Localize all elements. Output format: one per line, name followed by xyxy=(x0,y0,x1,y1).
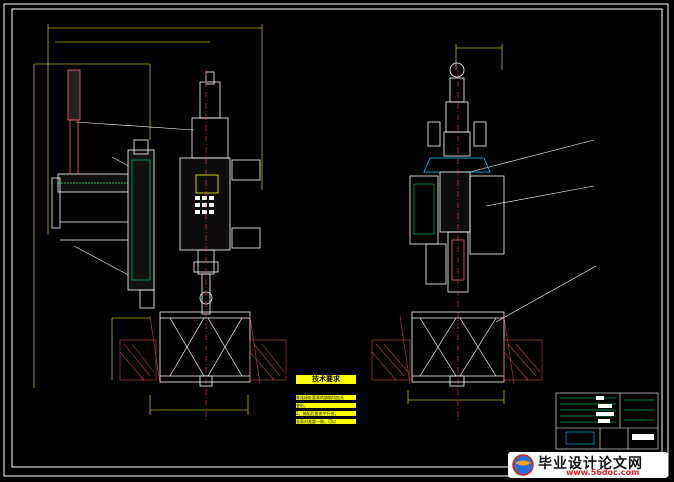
drawing-inner-border xyxy=(11,8,663,468)
watermark-url: www.56doc.com xyxy=(566,468,640,477)
side-view xyxy=(371,44,597,420)
title-block xyxy=(555,392,659,450)
drawing-outer-border xyxy=(3,3,669,477)
tech-requirement-line-1: 各连接处要紧的缺陷均应无 xyxy=(296,395,356,400)
tech-requirement-line-4: 全面对准要一致。可以 xyxy=(296,419,356,424)
front-view xyxy=(33,24,287,420)
globe-logo-icon xyxy=(512,454,534,476)
tech-requirements-title: 技术要求 xyxy=(296,375,356,384)
site-watermark: 毕业设计论文网 www.56doc.com xyxy=(508,452,668,478)
tech-requirement-line-3: 2、装配后要求平行夹， xyxy=(296,411,356,416)
watermark-title: 毕业设计论文网 xyxy=(538,456,643,472)
tech-requirement-line-2: 变形。 xyxy=(296,403,356,408)
